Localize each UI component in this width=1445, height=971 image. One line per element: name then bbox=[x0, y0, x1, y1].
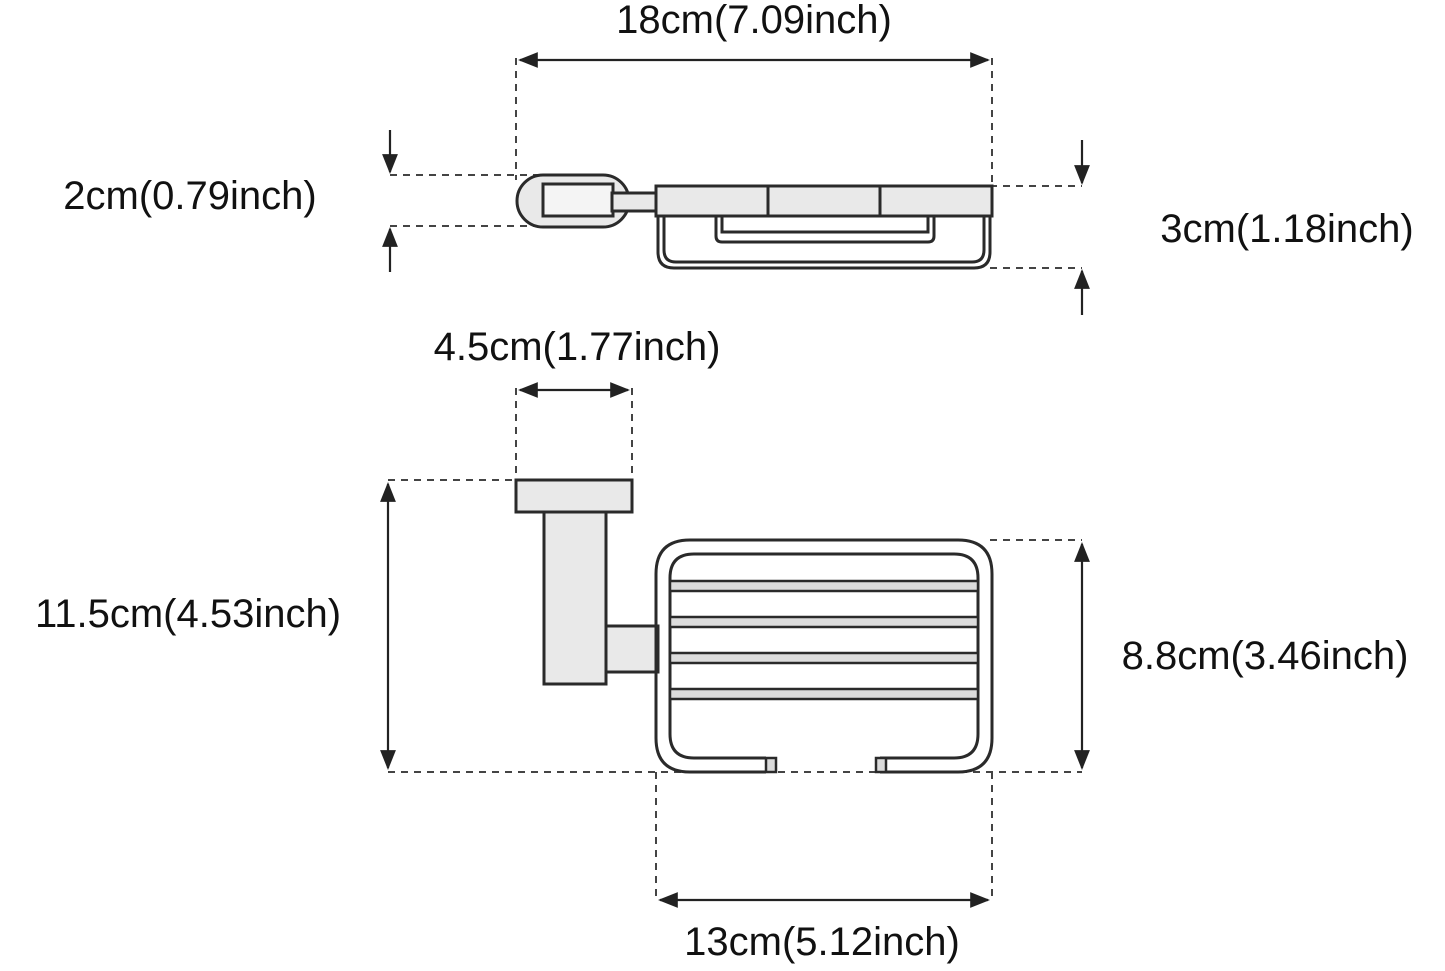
basket-frame-outer bbox=[654, 538, 994, 774]
basket-rim bbox=[878, 184, 994, 218]
basket-depth-label: 8.8cm(3.46inch) bbox=[1122, 634, 1409, 678]
basket-wire-center-inner bbox=[720, 216, 930, 234]
basket-wire-outer bbox=[656, 216, 992, 270]
basket-slat bbox=[668, 615, 980, 629]
connector-arm bbox=[610, 191, 660, 213]
support-post bbox=[542, 510, 608, 686]
mount-height-label: 2cm(0.79inch) bbox=[63, 174, 316, 218]
mount-plate-inner bbox=[541, 182, 615, 218]
basket-wire-inner bbox=[662, 216, 986, 264]
frame-end-cap bbox=[764, 756, 778, 774]
basket-rim bbox=[654, 184, 770, 218]
basket-rim bbox=[766, 184, 882, 218]
support-arm bbox=[604, 624, 660, 674]
basket-frame-inner bbox=[668, 552, 980, 760]
basket-height-label: 3cm(1.18inch) bbox=[1160, 207, 1413, 251]
basket-slat bbox=[668, 687, 980, 701]
plan-view: 4.5cm(1.77inch) 11.5cm(4.53inch) 8.8cm(3… bbox=[35, 325, 1408, 964]
basket-wire-center bbox=[714, 216, 936, 244]
basket-width-label: 13cm(5.12inch) bbox=[684, 920, 960, 964]
top-width-label: 18cm(7.09inch) bbox=[616, 0, 892, 42]
wall-plate bbox=[514, 478, 634, 514]
basket-slat bbox=[668, 579, 980, 593]
mount-width-label: 4.5cm(1.77inch) bbox=[434, 325, 721, 369]
frame-end-cap bbox=[874, 756, 888, 774]
overall-depth-label: 11.5cm(4.53inch) bbox=[35, 592, 341, 636]
basket-slat bbox=[668, 651, 980, 665]
side-view: 18cm(7.09inch) 2cm(0.79inch) 3cm(1.18inc… bbox=[63, 0, 1414, 315]
